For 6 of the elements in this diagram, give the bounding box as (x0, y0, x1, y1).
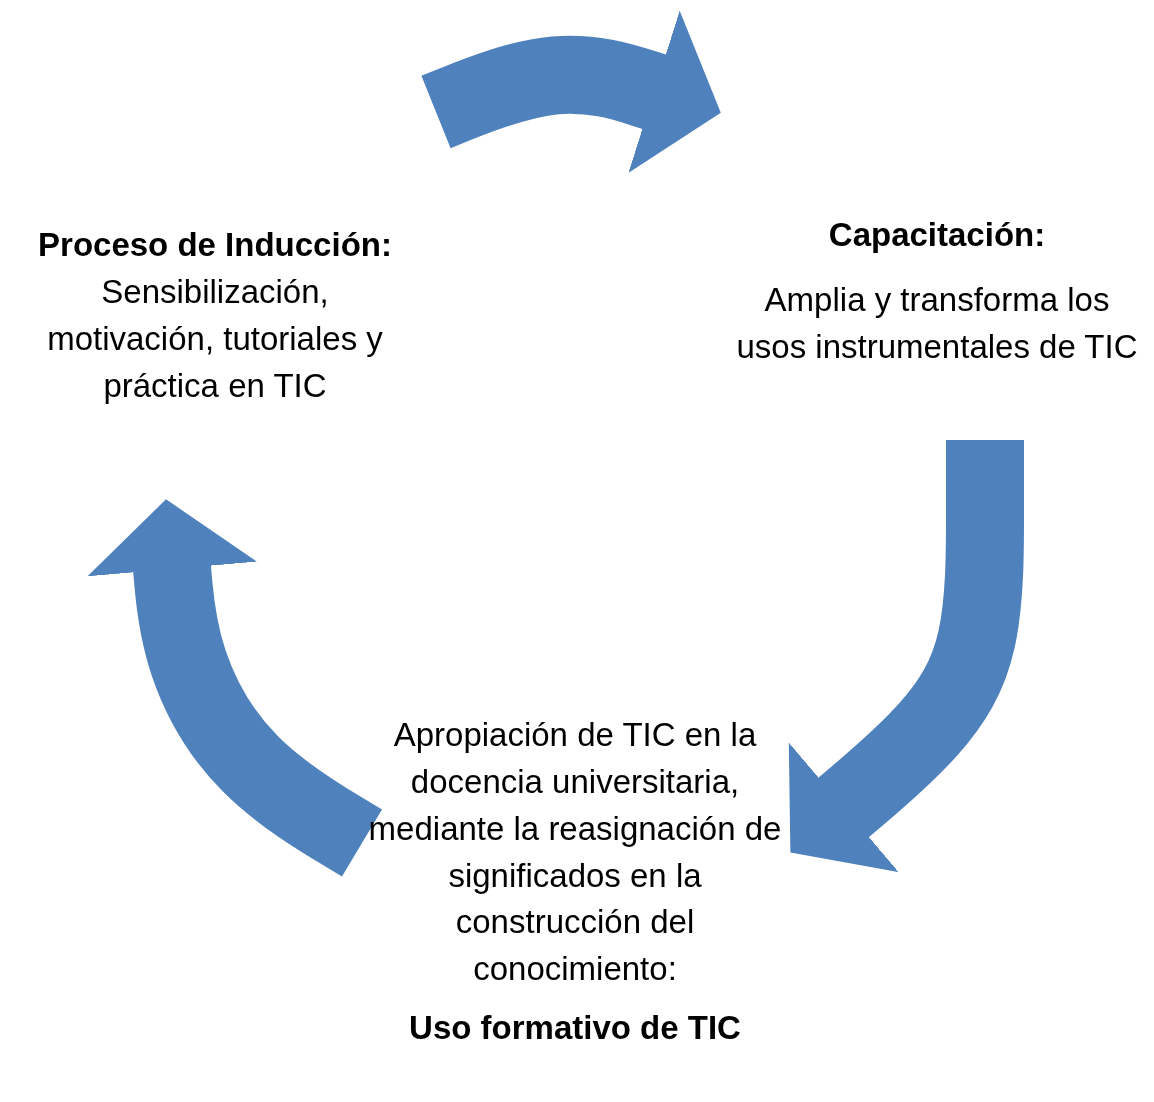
heading: Uso formativo de TIC (408, 1008, 742, 1049)
description: Amplia y transforma los usos instrumentales de TIC (735, 279, 1139, 367)
description: Sensibilización, motivación, tutoriales y práctica en TIC (46, 271, 384, 406)
heading: Capacitación: (827, 215, 1047, 255)
description: Apropiación de TIC en la docencia universitaria, mediante la reasignación de significados en la construcción del conocimiento: (367, 715, 783, 990)
heading: Proceso de Inducción: (37, 225, 393, 265)
